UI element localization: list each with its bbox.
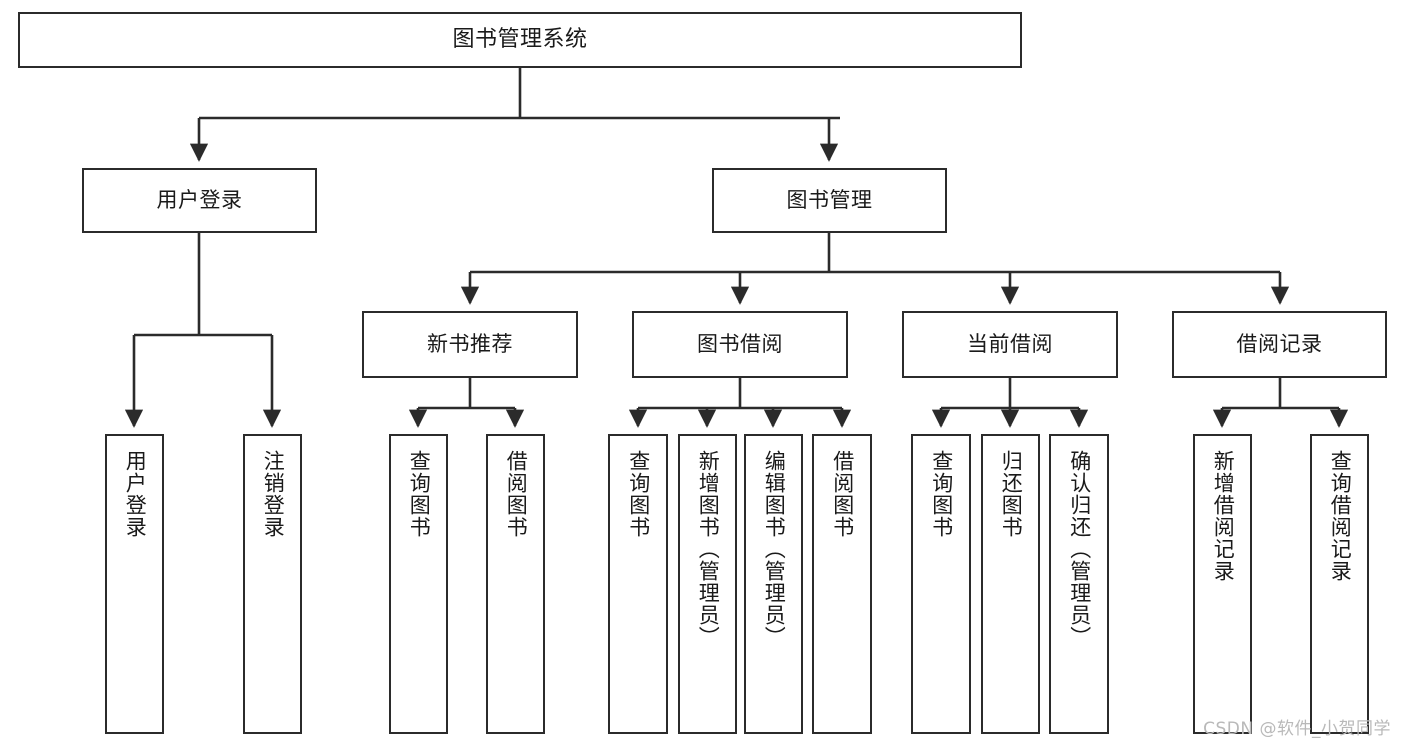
node-label: 确认归还（管理员） <box>1067 450 1092 648</box>
node-label: 编辑图书（管理员） <box>762 450 787 648</box>
leaf-user-login[interactable]: 用户登录 <box>105 434 164 734</box>
node-book-management[interactable]: 图书管理 <box>712 168 947 233</box>
node-new-book-recommendation[interactable]: 新书推荐 <box>362 311 578 378</box>
leaf-confirm-return-admin[interactable]: 确认归还（管理员） <box>1049 434 1109 734</box>
node-label: 新增图书（管理员） <box>696 450 721 648</box>
leaf-add-borrow-record[interactable]: 新增借阅记录 <box>1193 434 1252 734</box>
node-label: 查询图书 <box>407 450 432 538</box>
leaf-logout[interactable]: 注销登录 <box>243 434 302 734</box>
node-label: 新增借阅记录 <box>1211 450 1236 582</box>
node-label: 用户登录 <box>123 450 148 538</box>
leaf-add-book-admin[interactable]: 新增图书（管理员） <box>678 434 737 734</box>
leaf-query-book-current[interactable]: 查询图书 <box>911 434 971 734</box>
node-borrowing-record[interactable]: 借阅记录 <box>1172 311 1387 378</box>
node-label: 查询图书 <box>626 450 651 538</box>
leaf-borrow-book[interactable]: 借阅图书 <box>812 434 872 734</box>
leaf-edit-book-admin[interactable]: 编辑图书（管理员） <box>744 434 803 734</box>
node-label: 查询借阅记录 <box>1328 450 1353 582</box>
node-root-system[interactable]: 图书管理系统 <box>18 12 1022 68</box>
node-label: 图书借阅 <box>697 332 783 357</box>
node-label: 注销登录 <box>261 450 286 538</box>
node-label: 当前借阅 <box>967 332 1053 357</box>
node-user-login[interactable]: 用户登录 <box>82 168 317 233</box>
node-label: 借阅图书 <box>504 450 529 538</box>
leaf-query-book-borrow[interactable]: 查询图书 <box>608 434 668 734</box>
leaf-query-book-new[interactable]: 查询图书 <box>389 434 448 734</box>
leaf-borrow-book-new[interactable]: 借阅图书 <box>486 434 545 734</box>
node-label: 图书管理 <box>786 188 873 213</box>
node-book-borrowing[interactable]: 图书借阅 <box>632 311 848 378</box>
node-current-borrowing[interactable]: 当前借阅 <box>902 311 1118 378</box>
node-label: 归还图书 <box>999 450 1024 538</box>
node-label: 借阅记录 <box>1236 332 1323 357</box>
leaf-return-book[interactable]: 归还图书 <box>981 434 1040 734</box>
node-label: 用户登录 <box>156 188 243 213</box>
node-label: 借阅图书 <box>830 450 855 538</box>
leaf-query-borrow-record[interactable]: 查询借阅记录 <box>1310 434 1369 734</box>
node-label: 图书管理系统 <box>452 27 588 53</box>
node-label: 查询图书 <box>929 450 954 538</box>
node-label: 新书推荐 <box>427 332 513 357</box>
